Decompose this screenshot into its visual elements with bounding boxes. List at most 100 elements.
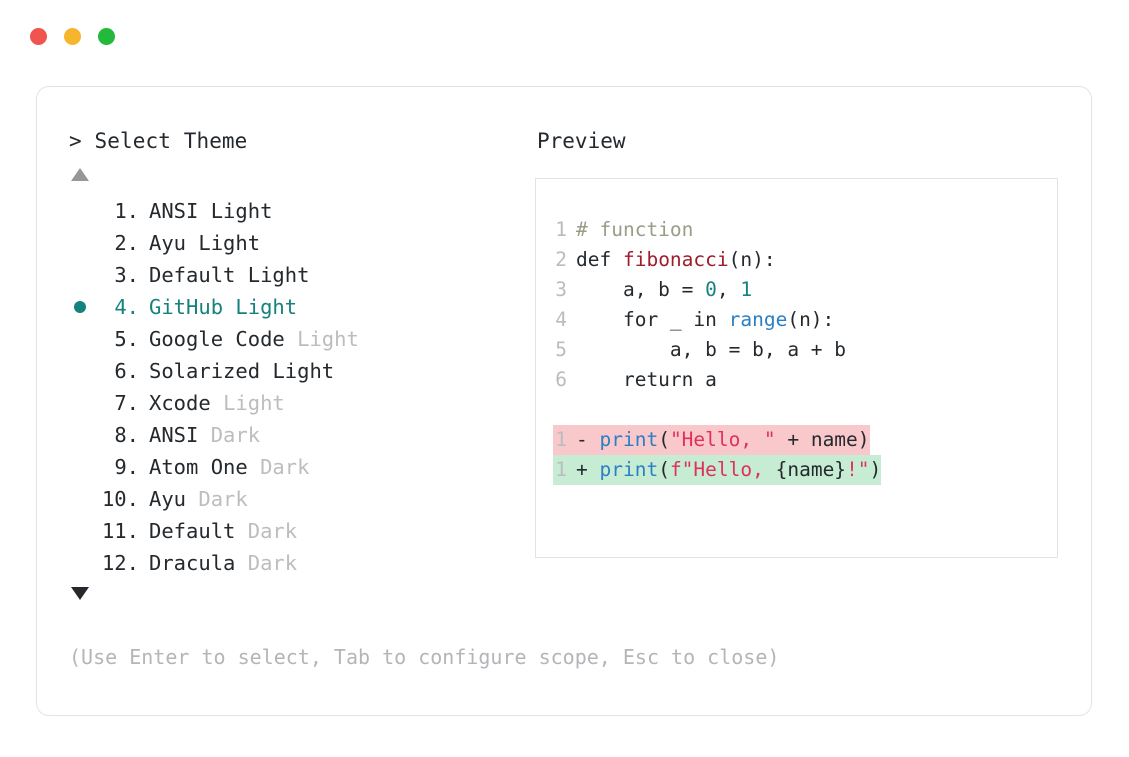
theme-item-index: 4.	[114, 295, 139, 319]
theme-item-index: 6.	[114, 359, 139, 383]
window-titlebar	[30, 28, 115, 45]
theme-list-item[interactable]: 12. Dracula Dark	[65, 547, 535, 579]
code-line: 5 a, b = b, a + b	[536, 335, 1057, 365]
theme-item-variant: Light	[247, 263, 310, 287]
theme-item-index: 12.	[101, 551, 139, 575]
scroll-up-icon[interactable]	[71, 168, 89, 181]
theme-item-name: Solarized	[149, 359, 261, 383]
code-line-number: 4	[555, 308, 567, 331]
minimize-button[interactable]	[64, 28, 81, 45]
theme-item-variant: Dark	[247, 551, 298, 575]
theme-list-item[interactable]: 1. ANSI Light	[65, 195, 535, 227]
theme-item-spacer	[186, 227, 198, 259]
code-line-number: 1	[555, 458, 567, 481]
theme-item-index: 8.	[114, 423, 139, 447]
theme-list-item[interactable]: 2.Ayu Light	[65, 227, 535, 259]
selection-bullet-cell	[65, 227, 95, 259]
theme-item-variant: Light	[297, 327, 359, 351]
code-token-builtin: range	[728, 308, 788, 331]
selection-bullet-cell	[65, 483, 95, 515]
code-token-str: !"	[846, 458, 870, 481]
theme-item-spacer	[235, 259, 247, 291]
code-line-content: 1+ print(f"Hello, {name}!")	[553, 455, 882, 485]
theme-item-spacer	[235, 515, 247, 547]
theme-item-name: Default	[149, 263, 236, 287]
theme-list-item[interactable]: 10.Ayu Dark	[65, 483, 535, 515]
code-token-plain: (n):	[728, 248, 776, 271]
selection-bullet-cell	[65, 195, 95, 227]
theme-item-index: 7.	[114, 391, 139, 415]
code-line: 4 for _ in range(n):	[536, 305, 1057, 335]
theme-item-variant: Dark	[210, 423, 261, 447]
selection-bullet-cell	[65, 355, 95, 387]
code-token-num: 0	[705, 278, 717, 301]
theme-item-name: Dracula	[149, 551, 236, 575]
theme-item-variant: Light	[235, 295, 298, 319]
preview-heading: Preview	[537, 129, 626, 153]
theme-list-item[interactable]: 7.Xcode Light	[65, 387, 535, 419]
theme-list-item[interactable]: 8.ANSI Dark	[65, 419, 535, 451]
theme-item-name: ANSI	[149, 199, 199, 223]
theme-item-spacer	[248, 451, 260, 483]
code-line: 3 a, b = 0, 1	[536, 275, 1057, 305]
selection-bullet-cell	[65, 419, 95, 451]
code-token-builtin: print	[599, 428, 659, 451]
code-token-plain: ,	[716, 278, 741, 301]
selection-bullet-cell	[65, 515, 95, 547]
theme-item-spacer	[285, 323, 297, 355]
code-line-number: 6	[555, 368, 567, 391]
keyboard-hint: (Use Enter to select, Tab to configure s…	[69, 645, 780, 669]
theme-item-name: Ayu	[149, 231, 187, 255]
theme-item-index: 10.	[101, 487, 139, 511]
theme-item-index: 11.	[101, 519, 139, 543]
theme-list-item[interactable]: 11.Default Dark	[65, 515, 535, 547]
theme-item-variant: Dark	[198, 487, 248, 511]
code-token-plain: for _ in	[576, 308, 729, 331]
code-token-comment: # function	[576, 218, 694, 241]
selection-bullet-cell	[65, 291, 95, 323]
theme-list-item[interactable]: 9.Atom One Dark	[65, 451, 535, 483]
theme-item-variant: Dark	[260, 455, 310, 479]
theme-item-variant: Light	[198, 231, 261, 255]
code-token-marker: -	[576, 428, 600, 451]
theme-item-name: GitHub	[149, 295, 224, 319]
code-line-content: 1- print("Hello, " + name)	[553, 425, 870, 455]
code-blank-line	[536, 395, 1057, 425]
selection-bullet-cell	[65, 451, 95, 483]
theme-list-item[interactable]: 3. Default Light	[65, 259, 535, 291]
theme-item-spacer	[260, 355, 272, 387]
theme-item-spacer	[198, 419, 210, 451]
maximize-button[interactable]	[98, 28, 115, 45]
code-line-content: 3 a, b = 0, 1	[553, 275, 752, 305]
theme-list-item[interactable]: 4. GitHub Light	[65, 291, 535, 323]
prompt-marker-icon: >	[69, 129, 82, 153]
code-line-content: 1# function	[553, 215, 693, 245]
theme-list-item[interactable]: 6.Solarized Light	[65, 355, 535, 387]
selection-bullet-cell	[65, 547, 95, 579]
theme-item-index: 3.	[114, 263, 139, 287]
code-token-plain: (n):	[787, 308, 835, 331]
theme-item-index: 1.	[114, 199, 139, 223]
theme-item-spacer	[198, 195, 210, 227]
code-token-str: "Hello, "	[669, 428, 776, 451]
code-line-added: 1+ print(f"Hello, {name}!")	[536, 455, 1057, 485]
theme-list-item[interactable]: 5.Google Code Light	[65, 323, 535, 355]
code-token-plain: a, b =	[576, 278, 706, 301]
close-button[interactable]	[30, 28, 47, 45]
code-token-plain: )	[869, 458, 882, 481]
code-line-content: 4 for _ in range(n):	[553, 305, 834, 335]
theme-item-name: Atom One	[149, 455, 248, 479]
code-token-plain: {name}	[775, 458, 847, 481]
code-line-removed: 1- print("Hello, " + name)	[536, 425, 1057, 455]
theme-item-variant: Light	[210, 199, 273, 223]
theme-item-variant: Dark	[247, 519, 298, 543]
scroll-down-icon[interactable]	[71, 587, 89, 600]
